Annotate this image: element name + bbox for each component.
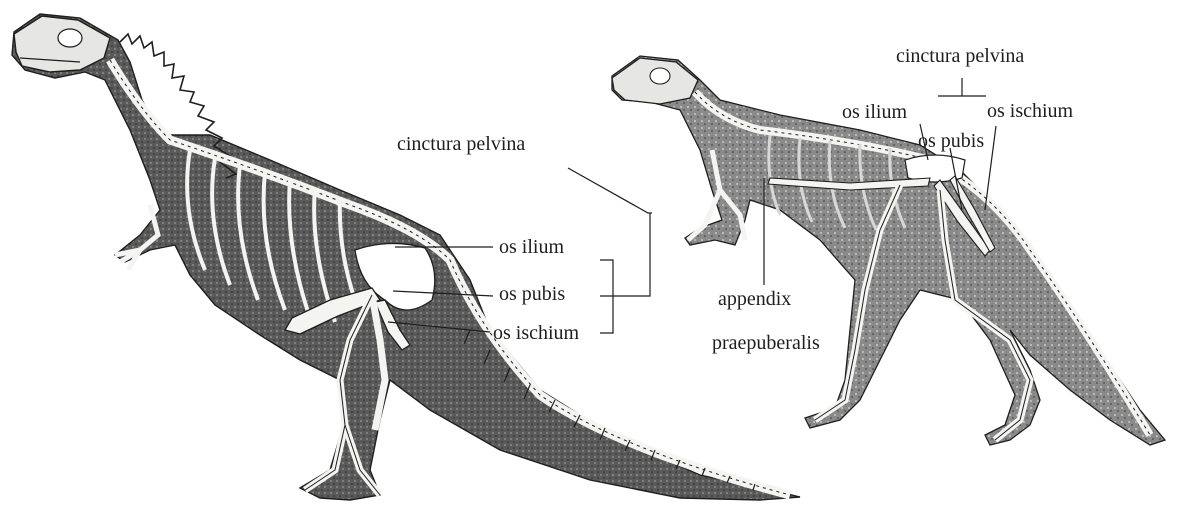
right-label-cinctura-pelvina: cinctura pelvina: [896, 46, 1024, 66]
left-leader-cinctura: [568, 168, 652, 213]
right-label-os-ilium: os ilium: [842, 102, 907, 122]
right-label-os-ischium: os ischium: [987, 101, 1073, 121]
left-label-os-ischium: os ischium: [493, 323, 579, 343]
left-label-os-pubis: os pubis: [499, 284, 565, 304]
right-label-appendix: appendix: [718, 289, 791, 309]
left-label-os-ilium: os ilium: [499, 237, 564, 257]
left-label-cinctura-pelvina: cinctura pelvina: [397, 134, 525, 154]
right-label-os-pubis: os pubis: [918, 131, 984, 151]
right-eye-socket: [650, 68, 670, 84]
left-bracket: [600, 213, 650, 333]
right-cinctura-tee: [938, 78, 986, 96]
left-eye-socket: [58, 29, 82, 47]
right-label-praepuberalis: praepuberalis: [712, 333, 820, 353]
